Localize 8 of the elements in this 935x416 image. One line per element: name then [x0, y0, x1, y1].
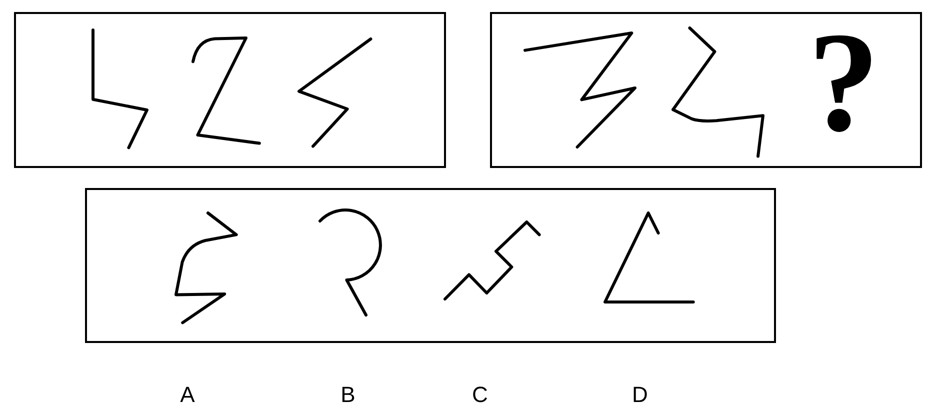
option-label: C	[472, 384, 488, 406]
figure-panel	[14, 12, 446, 168]
figure-panel	[490, 12, 922, 168]
option-label: A	[180, 384, 195, 406]
question-mark: ?	[808, 34, 880, 130]
option-label: B	[340, 384, 356, 406]
option-label: D	[632, 384, 648, 406]
options-panel	[85, 188, 776, 343]
